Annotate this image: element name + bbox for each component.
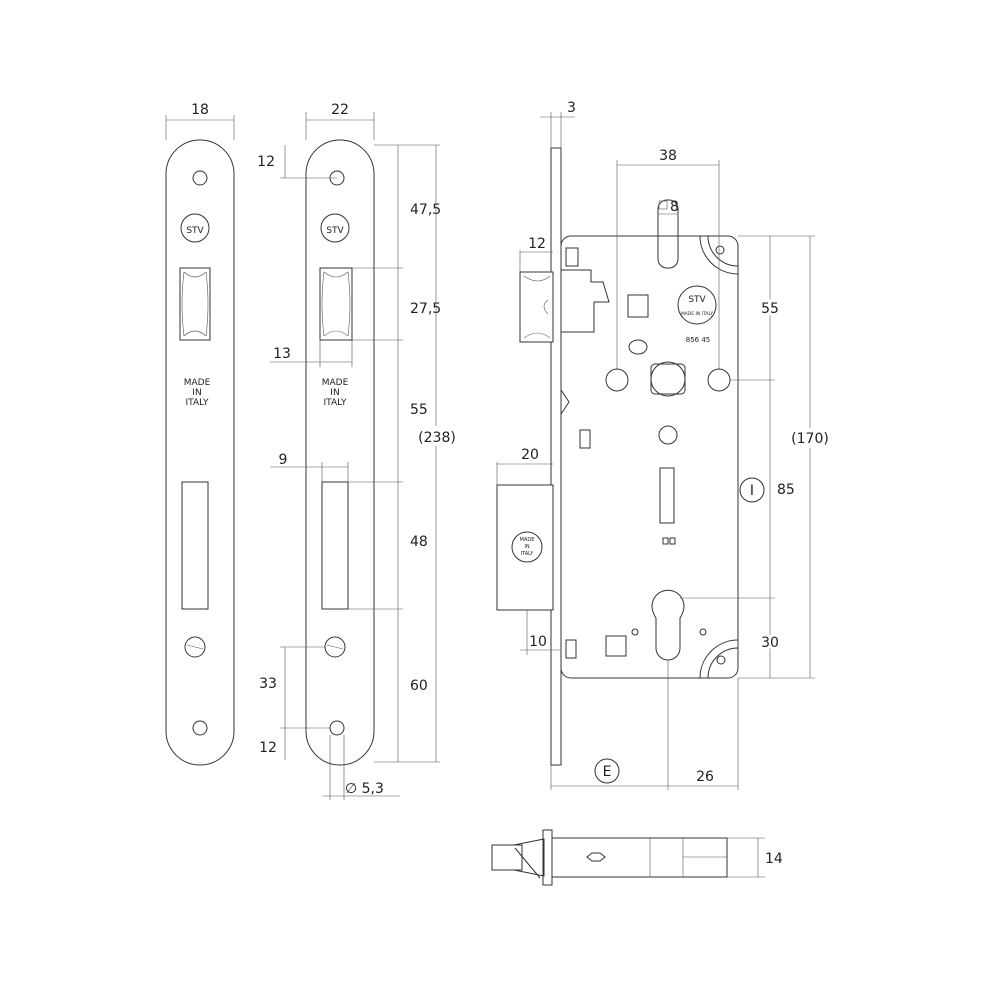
svg-text:IN: IN: [192, 388, 201, 398]
svg-text:12: 12: [259, 740, 277, 756]
svg-text:E: E: [603, 764, 612, 780]
stv-logo-icon: [180, 213, 210, 243]
svg-text:14: 14: [765, 851, 783, 867]
svg-text:MADE IN ITALY: MADE IN ITALY: [681, 311, 714, 317]
svg-text:IN: IN: [524, 544, 529, 550]
svg-text:10: 10: [529, 634, 547, 650]
svg-text:(170): (170): [791, 431, 829, 447]
svg-text:38: 38: [659, 148, 677, 164]
svg-text:13: 13: [273, 346, 291, 362]
svg-text:MADE: MADE: [184, 378, 211, 388]
lock-body: MADE IN ITALY STV MADE IN ITALY 856 45 3…: [496, 100, 832, 790]
svg-text:60: 60: [410, 678, 428, 694]
svg-text:30: 30: [761, 635, 779, 651]
svg-text:I: I: [750, 483, 754, 499]
svg-text:ITALY: ITALY: [324, 398, 347, 408]
svg-text:55: 55: [410, 402, 428, 418]
backset-marker: [594, 758, 620, 784]
svg-text:47,5: 47,5: [410, 202, 441, 218]
svg-text:12: 12: [257, 154, 275, 170]
front-plate-small: STV MADE IN ITALY 18: [165, 102, 235, 766]
svg-text:ITALY: ITALY: [521, 551, 535, 557]
svg-text:MADE: MADE: [520, 537, 535, 543]
svg-text:(238): (238): [418, 430, 456, 446]
svg-text:856 45: 856 45: [686, 336, 711, 344]
svg-text:STV: STV: [326, 226, 344, 236]
front-plate-large: STV MADE IN ITALY 22 12 47,5 27,5 55 48 …: [257, 102, 459, 800]
svg-text:26: 26: [696, 769, 714, 785]
svg-text:33: 33: [259, 676, 277, 692]
svg-text:27,5: 27,5: [410, 301, 441, 317]
svg-text:STV: STV: [688, 295, 706, 305]
svg-text:3: 3: [567, 100, 576, 116]
svg-text:ITALY: ITALY: [186, 398, 209, 408]
side-view: 14: [491, 829, 783, 886]
svg-text:48: 48: [410, 534, 428, 550]
svg-text:22: 22: [331, 102, 349, 118]
svg-text:∅ 5,3: ∅ 5,3: [345, 781, 384, 797]
svg-text:20: 20: [521, 447, 539, 463]
svg-text:18: 18: [191, 102, 209, 118]
svg-text:STV: STV: [186, 226, 204, 236]
svg-text:IN: IN: [330, 388, 339, 398]
center-marker: [739, 477, 765, 503]
svg-text:9: 9: [279, 452, 288, 468]
stv-stamp-icon: [677, 285, 717, 325]
svg-text:55: 55: [761, 301, 779, 317]
svg-text:MADE: MADE: [322, 378, 349, 388]
svg-text:12: 12: [528, 236, 546, 252]
svg-text:85: 85: [777, 482, 795, 498]
stv-logo-icon: [320, 213, 350, 243]
svg-text:8: 8: [670, 199, 679, 215]
